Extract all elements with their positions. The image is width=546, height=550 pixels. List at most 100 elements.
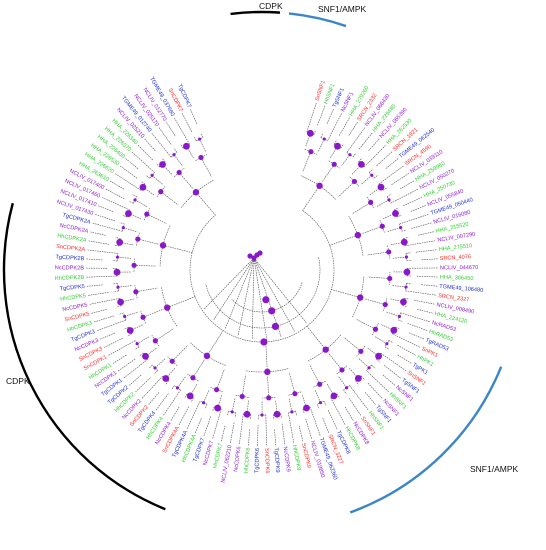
branch — [413, 299, 435, 305]
branch — [178, 172, 194, 190]
branch — [358, 358, 370, 369]
branch — [415, 249, 437, 253]
branch — [143, 359, 148, 363]
branch — [136, 187, 141, 191]
branch — [103, 337, 123, 348]
bootstrap-node — [306, 129, 314, 137]
branch — [390, 200, 396, 204]
branch — [358, 132, 373, 150]
bootstrap-node — [125, 210, 132, 217]
branch — [404, 297, 410, 300]
bootstrap-node — [403, 268, 411, 276]
branch — [88, 240, 110, 245]
tree-leaf-label: TgCDPK6 — [254, 448, 261, 473]
branch — [404, 244, 410, 247]
branch — [267, 375, 269, 398]
branch-arc — [262, 397, 276, 399]
branch — [329, 112, 342, 137]
branch — [142, 308, 164, 318]
branch — [358, 157, 363, 163]
branch — [364, 392, 376, 405]
branch — [393, 207, 399, 211]
bootstrap-node — [404, 255, 409, 259]
tree-leaf-label: SnCDPK2A — [56, 244, 86, 253]
branch — [162, 393, 179, 416]
branch — [411, 222, 432, 229]
branch — [151, 132, 169, 154]
branch — [96, 321, 122, 332]
bootstrap-node — [113, 268, 121, 276]
branch — [387, 227, 401, 232]
branch — [399, 180, 414, 190]
branch — [100, 332, 116, 340]
bootstrap-node — [339, 367, 345, 373]
branch-arc — [304, 149, 318, 155]
bootstrap-node — [164, 304, 171, 311]
branch — [116, 305, 122, 308]
bootstrap-node — [126, 327, 134, 334]
branch — [190, 109, 198, 124]
branch — [123, 227, 137, 233]
branch — [173, 148, 178, 153]
branch — [181, 113, 192, 132]
bootstrap-node — [198, 137, 202, 141]
branch — [137, 336, 150, 345]
branch — [305, 418, 312, 439]
branch — [173, 117, 188, 141]
branch — [86, 284, 103, 287]
branch — [161, 158, 166, 163]
bootstrap-node — [382, 301, 388, 308]
bootstrap-node — [387, 198, 391, 202]
branch — [360, 175, 372, 185]
branch-arc — [388, 271, 391, 286]
tree-leaf-label: NcCDPK2A — [59, 223, 89, 235]
bootstrap-node — [397, 314, 401, 318]
branch — [239, 418, 243, 445]
branch — [167, 296, 196, 308]
branch — [162, 245, 193, 253]
branch — [409, 240, 436, 246]
branch — [386, 193, 392, 197]
branch — [405, 313, 431, 323]
branch — [321, 164, 335, 183]
bootstrap-node — [117, 298, 124, 306]
branch — [158, 127, 172, 145]
branch — [369, 373, 390, 393]
bootstrap-node — [390, 326, 398, 334]
branch — [395, 188, 419, 202]
branch — [113, 290, 119, 292]
tree-nodes — [113, 129, 411, 418]
branch — [308, 102, 317, 128]
branch — [155, 328, 174, 342]
bootstrap-node — [142, 352, 149, 360]
branch — [288, 417, 295, 444]
branch-arc — [336, 365, 348, 375]
root-node — [257, 250, 263, 256]
branch-arc — [140, 310, 146, 324]
branch — [367, 276, 390, 279]
branch — [219, 409, 222, 415]
branch-arc — [159, 225, 171, 267]
bootstrap-node — [271, 322, 280, 331]
branch — [101, 197, 126, 209]
bootstrap-node — [158, 189, 164, 195]
bootstrap-node — [334, 142, 341, 150]
branch-arc — [387, 245, 390, 259]
tree-leaf-label: NcCDPK9 — [282, 446, 291, 472]
branch — [131, 151, 152, 170]
branch — [98, 205, 114, 212]
branch — [403, 237, 409, 239]
bootstrap-node — [318, 401, 323, 405]
branch — [155, 393, 169, 411]
branch-arc — [136, 232, 140, 246]
branch — [351, 202, 371, 215]
branch — [253, 257, 268, 340]
tree-leaf-label: HhCDPK5 — [60, 293, 86, 303]
branch-arc — [307, 334, 341, 362]
bootstrap-node — [264, 368, 271, 376]
bootstrap-node — [387, 275, 393, 282]
branch-arc — [246, 368, 289, 373]
bootstrap-node — [400, 298, 407, 306]
branch — [302, 409, 305, 415]
